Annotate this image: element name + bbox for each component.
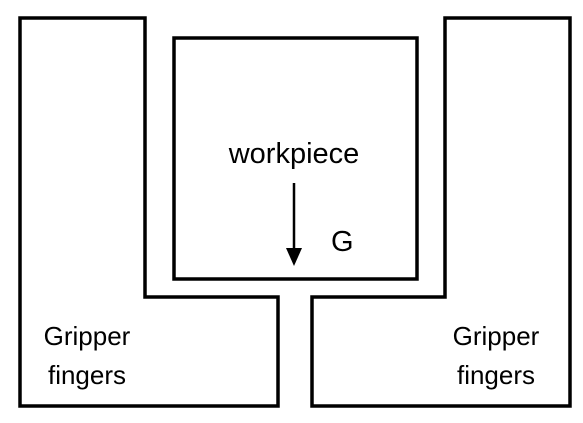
left-gripper-finger	[18, 16, 280, 408]
right-finger-label-line2: fingers	[457, 360, 535, 390]
left-finger-label-line1: Gripper	[44, 321, 131, 351]
right-finger-label-line1: Gripper	[453, 321, 540, 351]
workpiece-label: workpiece	[228, 138, 360, 170]
workpiece-box	[172, 36, 419, 281]
right-gripper-finger	[310, 16, 572, 408]
force-label: G	[331, 226, 354, 258]
gravity-arrow	[286, 183, 302, 266]
left-finger-label-line2: fingers	[48, 360, 126, 390]
